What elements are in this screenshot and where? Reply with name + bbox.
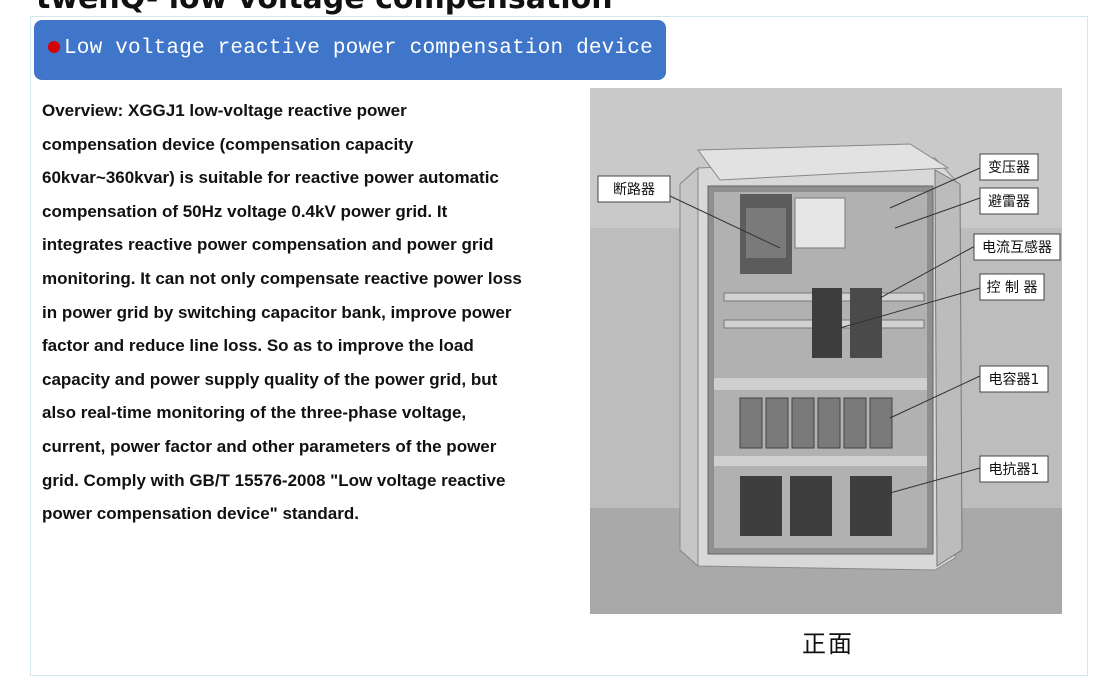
figure-caption: 正面 [802,630,854,658]
overview-text: Overview: XGGJ1 low-voltage reactive pow… [42,101,522,524]
label-capacitor: 电容器1 [979,365,1049,393]
label-reactor-text: 电抗器1 [989,462,1040,478]
label-transformer: 变压器 [979,153,1039,181]
section-title: Low voltage reactive power compensation … [64,36,653,60]
label-transformer-text: 变压器 [988,160,1030,176]
label-arrester: 避雷器 [979,187,1039,215]
bullet-dot-icon [48,41,60,53]
label-breaker-text: 断路器 [613,182,655,198]
label-capacitor-text: 电容器1 [989,371,1040,388]
label-controller: 控 制 器 [979,273,1045,301]
label-arrester-text: 避雷器 [988,194,1030,210]
section-title-bar: Low voltage reactive power compensation … [34,20,666,80]
label-current-transformer-text: 电流互感器 [982,239,1052,256]
page-heading: twenQ- low voltage compensation [36,0,613,16]
label-reactor: 电抗器1 [979,455,1049,483]
label-breaker: 断路器 [597,175,671,203]
label-current-transformer: 电流互感器 [973,233,1061,261]
label-controller-text: 控 制 器 [987,280,1038,296]
cabinet-photo: 断路器 变压器 避雷器 电流互感器 控 制 器 电容器1 电抗器1 [590,88,1062,614]
